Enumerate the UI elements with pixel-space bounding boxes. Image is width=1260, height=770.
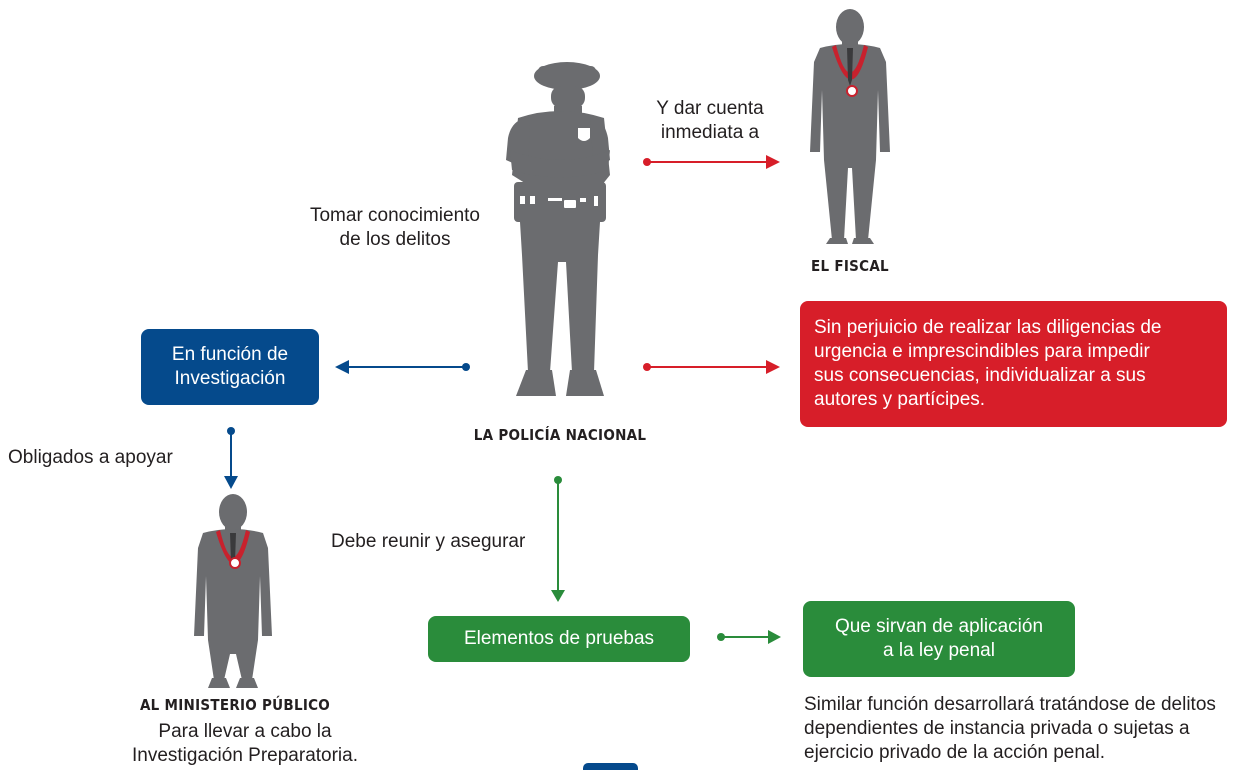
police-officer-icon: [506, 62, 610, 396]
funcion-line-1: En función de: [171, 344, 289, 365]
dar-cuenta-label: Y dar cuenta inmediata a: [630, 97, 790, 145]
pruebas-label: Elementos de pruebas: [463, 628, 655, 649]
arrow-to-red-box: [643, 360, 780, 374]
dar-cuenta-line-1: Y dar cuenta: [656, 98, 764, 119]
similar-line-2: dependientes de instancia privada o suje…: [804, 718, 1190, 739]
bottom-tab: [583, 763, 638, 770]
elementos-pruebas-box: Elementos de pruebas: [428, 616, 690, 662]
ministerio-description: Para llevar a cabo la Investigación Prep…: [110, 720, 380, 768]
prosecutor-figure-icon: [194, 494, 272, 688]
diligencias-line-2: urgencia e imprescindibles para impedir: [814, 341, 1150, 362]
ministerio-caption: AL MINISTERIO PÚBLICO: [139, 696, 331, 714]
reunir-label: Debe reunir y asegurar: [331, 531, 526, 552]
obligados-label: Obligados a apoyar: [8, 447, 173, 468]
funcion-line-2: Investigación: [174, 368, 286, 389]
prosecutor-figure-icon: [810, 9, 890, 244]
diligencias-line-4: autores y partícipes.: [814, 389, 986, 410]
tomar-line-2: de los delitos: [339, 229, 451, 250]
arrow-to-pruebas: [551, 476, 565, 602]
similar-funcion-text: Similar función desarrollará tratándose …: [804, 693, 1256, 765]
similar-line-3: ejercicio privado de la acción penal.: [804, 742, 1106, 763]
ministerio-desc-line-2: Investigación Preparatoria.: [131, 745, 358, 766]
penal-line-1: Que sirvan de aplicación: [834, 616, 1044, 637]
arrow-to-fiscal: [643, 155, 780, 169]
arrow-to-blue-box: [335, 360, 470, 374]
ministerio-desc-line-1: Para llevar a cabo la: [158, 721, 332, 742]
penal-line-2: a la ley penal: [883, 640, 995, 661]
tomar-conocimiento-label: Tomar conocimiento de los delitos: [280, 204, 510, 252]
dar-cuenta-line-2: inmediata a: [660, 122, 760, 143]
similar-line-1: Similar función desarrollará tratándose …: [804, 694, 1216, 715]
diligencias-line-3: sus consecuencias, individualizar a sus: [814, 365, 1146, 386]
diligencias-box: Sin perjuicio de realizar las diligencia…: [800, 301, 1227, 427]
aplicacion-ley-penal-box: Que sirvan de aplicación a la ley penal: [803, 601, 1075, 677]
diligencias-line-1: Sin perjuicio de realizar las diligencia…: [814, 317, 1162, 338]
arrow-to-penal: [717, 630, 781, 644]
police-caption: LA POLICÍA NACIONAL: [473, 426, 647, 444]
arrow-to-ministerio: [224, 427, 238, 489]
fiscal-caption: EL FISCAL: [811, 257, 889, 275]
tomar-line-1: Tomar conocimiento: [309, 205, 481, 226]
funcion-investigacion-box: En función de Investigación: [141, 329, 319, 405]
